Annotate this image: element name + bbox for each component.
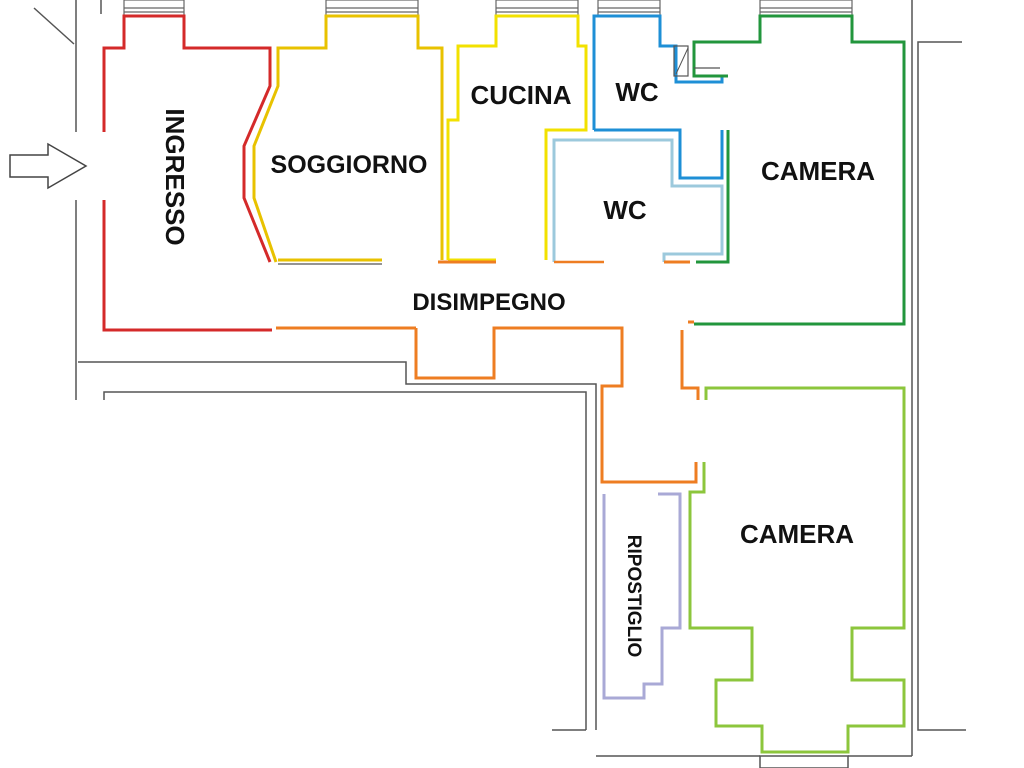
room-label-cucina: CUCINA xyxy=(470,80,571,110)
wc-mid-outline xyxy=(552,138,724,262)
camera-top-outline xyxy=(696,130,730,264)
outer-walls xyxy=(33,0,966,768)
camera-bottom-outline xyxy=(688,386,906,754)
entrance-arrow-icon xyxy=(9,142,88,190)
disimpegno-outline xyxy=(276,260,700,484)
soggiorno-outline xyxy=(252,14,444,263)
room-label-wc-top: WC xyxy=(615,77,659,107)
room-label-camera-top: CAMERA xyxy=(761,156,875,186)
cucina-outline xyxy=(446,14,588,260)
room-label-camera-bottom: CAMERA xyxy=(740,519,854,549)
room-label-ingresso: INGRESSO xyxy=(160,108,190,245)
ripostiglio-outline xyxy=(602,492,682,700)
room-label-ripostiglio: RIPOSTIGLIO xyxy=(623,535,644,657)
ingresso-outline xyxy=(102,14,272,263)
ingresso-outline-lower xyxy=(102,200,272,332)
wc-top-outline xyxy=(592,14,724,130)
windows xyxy=(123,0,853,17)
room-label-wc-mid: WC xyxy=(603,195,647,225)
room-label-soggiorno: SOGGIORNO xyxy=(271,151,428,179)
room-label-disimpegno: DISIMPEGNO xyxy=(412,289,565,316)
